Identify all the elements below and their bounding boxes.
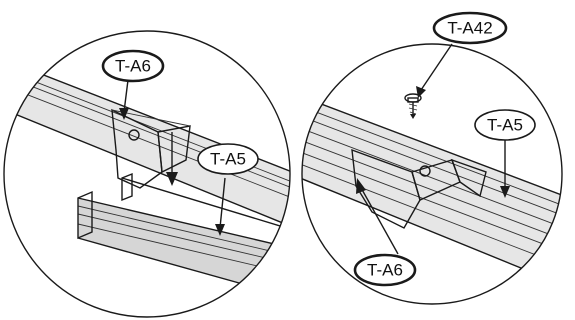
screw-icon [404,93,422,119]
right-detail-boundary [301,43,563,305]
left-detail-boundary [3,30,291,318]
screw-label: T-A42 [447,19,492,38]
right-rail-label: T-A5 [487,116,523,135]
left-rail-leader [219,177,226,229]
left-rail-callout: T-A5 [197,143,259,175]
right-clip-leader [359,185,399,255]
screw-callout: T-A42 [432,11,508,45]
right-clip-callout: T-A6 [353,253,417,287]
right-detail-drawing [302,95,562,291]
left-detail-view: T-A6 T-A5 [3,30,291,318]
left-insert-arrow [166,132,178,186]
right-detail-view: T-A42 T-A5 T-A6 [301,11,563,305]
left-clip-callout: T-A6 [101,49,165,83]
left-clip-label: T-A6 [115,57,151,76]
left-clip-leader [123,79,129,113]
screw-leader [420,43,453,91]
left-detail-drawing [4,57,290,301]
left-rail-label: T-A5 [210,150,246,169]
right-rail-callout: T-A5 [474,109,536,141]
right-clip-label: T-A6 [367,261,403,280]
